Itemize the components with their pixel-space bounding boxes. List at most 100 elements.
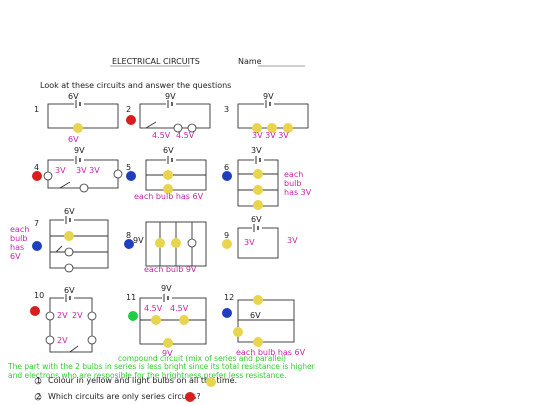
svg-text:Which circuits are only series: Which circuits are only series circuits? (48, 392, 201, 401)
bulb-off (64, 263, 74, 273)
bulb-off (187, 238, 197, 248)
instruction-text: Look at these circuits and answer the qu… (40, 81, 231, 90)
svg-text:3V: 3V (55, 166, 66, 175)
circuit-answer: 6V (68, 135, 79, 144)
bulb-lit (163, 338, 173, 348)
blue-marker (222, 308, 232, 318)
svg-text:4.5V: 4.5V (144, 304, 163, 313)
svg-text:each: each (284, 170, 303, 179)
svg-text:2V: 2V (57, 336, 68, 345)
svg-text:each bulb has 6V: each bulb has 6V (236, 348, 306, 357)
circuit-9: 9 6V 3V 3V (222, 215, 298, 259)
bulb-off (187, 123, 197, 133)
bulb-off (45, 335, 55, 345)
svg-text:12: 12 (224, 293, 234, 302)
circuit-number: 1 (34, 105, 39, 114)
green-marker (128, 311, 138, 321)
question-1: 1 Colour in yellow and light bulbs on al… (34, 376, 237, 387)
svg-text:3V: 3V (251, 146, 262, 155)
svg-text:9V: 9V (162, 349, 173, 358)
circuit-10: 10 6V 2V 2V 2V (30, 286, 97, 353)
svg-text:3V 3V: 3V 3V (76, 166, 100, 175)
circuit-8: 8 9V each bulb 9V (124, 221, 207, 274)
bulb-lit (233, 327, 243, 337)
svg-text:bulb: bulb (284, 179, 301, 188)
bulb-off (113, 169, 123, 179)
svg-text:3: 3 (224, 105, 229, 114)
bulb-lit (267, 123, 277, 133)
circuit-2: 2 9V 4.5V 4.5V (126, 92, 211, 140)
bulb-lit (179, 315, 189, 325)
svg-text:has 3V: has 3V (284, 188, 312, 197)
switch-open (55, 245, 63, 253)
svg-text:each bulb has 6V: each bulb has 6V (134, 192, 204, 201)
bulb-lit (283, 123, 293, 133)
circuit-3: 3 9V 3V 3V 3V (224, 92, 309, 140)
explanation-container: The part with the 2 bulbs in series is l… (8, 362, 315, 380)
switch-open (59, 181, 71, 189)
blue-marker (222, 171, 232, 181)
svg-text:1: 1 (36, 376, 41, 385)
svg-text:9V: 9V (161, 284, 172, 293)
red-marker (30, 306, 40, 316)
circuit-7: 7 6V each bulb has 6V (10, 207, 109, 273)
bulb-off (87, 311, 97, 321)
circuit-11: 11 9V 4.5V 4.5V 9V (126, 284, 207, 358)
svg-text:each: each (10, 225, 29, 234)
svg-text:9: 9 (224, 231, 229, 240)
red-marker (32, 171, 42, 181)
svg-text:9V: 9V (263, 92, 274, 101)
explanation-note: The part with the 2 bulbs in series is l… (8, 362, 315, 380)
bulb-lit (222, 239, 232, 249)
svg-text:6V: 6V (10, 252, 21, 261)
blue-marker (126, 171, 136, 181)
blue-marker (124, 239, 134, 249)
svg-text:6V: 6V (163, 146, 174, 155)
battery-label: 6V (68, 92, 79, 101)
bulb-lit (171, 238, 181, 248)
svg-text:4.5V: 4.5V (170, 304, 189, 313)
svg-text:bulb: bulb (10, 234, 27, 243)
svg-text:4.5V: 4.5V (176, 131, 195, 140)
bulb-lit (151, 315, 161, 325)
bulb-lit (155, 238, 165, 248)
svg-text:3V: 3V (287, 236, 298, 245)
svg-text:10: 10 (34, 291, 44, 300)
svg-text:2: 2 (126, 105, 131, 114)
svg-text:2V: 2V (57, 311, 68, 320)
svg-text:6V: 6V (64, 207, 75, 216)
bulb-off (87, 335, 97, 345)
bulb-lit (64, 231, 74, 241)
bulb-off (79, 183, 89, 193)
bulb-lit (163, 170, 173, 180)
svg-text:Colour in yellow and light bul: Colour in yellow and light bulbs on all … (48, 376, 237, 385)
svg-text:4: 4 (34, 163, 39, 172)
bulb-lit (253, 200, 263, 210)
svg-text:9V: 9V (74, 146, 85, 155)
worksheet-title: ELECTRICAL CIRCUITS (112, 57, 200, 66)
circuit-1: 1 6V 6V (34, 92, 119, 144)
bulb-lit (253, 295, 263, 305)
bulb-lit (253, 169, 263, 179)
svg-text:6V: 6V (250, 311, 261, 320)
svg-text:6V: 6V (64, 286, 75, 295)
svg-text:6: 6 (224, 163, 229, 172)
name-label: Name (238, 57, 262, 66)
circuit-12: 12 6V each bulb has 6V (222, 293, 306, 357)
bulb-off (64, 247, 74, 257)
svg-text:4.5V: 4.5V (152, 131, 171, 140)
svg-text:each bulb 9V: each bulb 9V (144, 265, 197, 274)
svg-text:11: 11 (126, 293, 136, 302)
svg-text:7: 7 (34, 219, 39, 228)
svg-text:9V: 9V (165, 92, 176, 101)
bulb-lit (73, 123, 83, 133)
bulb-lit (252, 123, 262, 133)
svg-text:3V: 3V (244, 238, 255, 247)
circuit-5: 5 6V each bulb has 6V (126, 146, 207, 201)
bulb-off (173, 123, 183, 133)
bulb-off (45, 311, 55, 321)
svg-text:2V: 2V (72, 311, 83, 320)
compound-note: compound circuit (mix of series and para… (118, 354, 286, 363)
